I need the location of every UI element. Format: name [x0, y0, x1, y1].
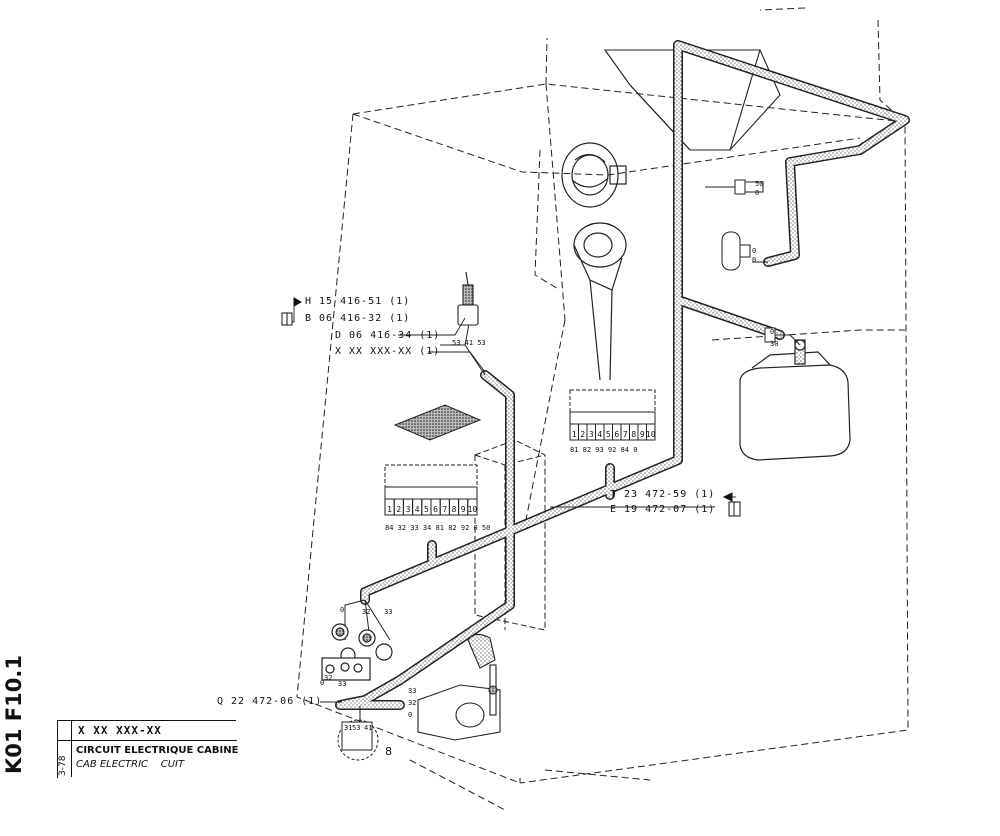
title-english: CAB ELECTRIC CUIT [76, 759, 185, 770]
connector-left-pin-number: 9 [461, 505, 466, 514]
title-french: CIRCUIT ELECTRIQUE CABINE [76, 745, 239, 756]
rear-connectors [721, 179, 776, 343]
motor-0: 0 [408, 711, 412, 719]
label-d: D 06 416-34 (1) [335, 330, 441, 341]
date-code: 3-78 [58, 755, 68, 776]
lamp-housing [561, 142, 627, 381]
connector-right-pin-number: 1 [572, 430, 577, 439]
connector-right-pin-number: 8 [631, 430, 636, 439]
arrow-icon [722, 492, 733, 502]
bottom-group-0: 0 [320, 679, 324, 687]
connector-left-pin-number: 7 [442, 505, 447, 514]
left-group-32: 32 [362, 608, 370, 616]
label-t: T 23 472-59 (1) [610, 489, 716, 500]
connector-right-pin-number: 3 [589, 430, 594, 439]
connector-right-pin-number: 4 [597, 430, 602, 439]
lamp-cluster-left [321, 623, 393, 681]
connector-right-pin-number: 5 [606, 430, 611, 439]
connector-right-pin-number: 2 [580, 430, 585, 439]
leader-lines [285, 302, 736, 703]
wiper-41: 41 [364, 724, 372, 732]
left-group-0: 0 [340, 606, 344, 614]
connector-right-pin-number: 9 [640, 430, 645, 439]
motor-32: 32 [408, 699, 416, 707]
label-e: E 19 472-07 (1) [610, 504, 716, 515]
reference-number: X XX XXX-XX [78, 724, 162, 737]
label-q: Q 22 472-06 (1) [217, 696, 323, 707]
connector-left-pin-number: 8 [452, 505, 457, 514]
wiper-53: 53 [352, 724, 360, 732]
arrow-icon [293, 297, 303, 307]
motor-33: 33 [408, 687, 416, 695]
connector-left-pin-number: 2 [396, 505, 401, 514]
label-x: X XX XXX-XX (1) [335, 346, 441, 357]
connector-right-pin-number: 10 [646, 430, 656, 439]
label-b: B 06 416-32 (1) [305, 313, 411, 324]
fuel-tank [739, 339, 851, 461]
bottom-group-32: 32 [324, 674, 332, 682]
connector-left-cell [467, 498, 478, 516]
connector-right-wires: 81 82 93 92 84 0 [570, 446, 637, 454]
connector-right-pin-number: 6 [614, 430, 619, 439]
tank-30: 30 [770, 340, 778, 348]
switch-callout [337, 706, 379, 761]
floor-plate [393, 404, 482, 441]
title-divider-vertical [71, 720, 72, 777]
connector-left-pin-number: 1 [387, 505, 392, 514]
toggle-switch [457, 271, 479, 326]
connector-left-pin-number: 6 [433, 505, 438, 514]
horn-0a: 0 [752, 247, 756, 255]
horn-0b: 0 [752, 256, 756, 264]
connector-left-wires: 84 32 33 34 81 82 92 0 50 [385, 524, 490, 532]
wire-numbers: 53 41 53 0 32 33 0 32 33 33 32 0 31 53 4… [320, 180, 778, 732]
switch-terminal-numbers: 53 41 53 [452, 339, 486, 347]
label-h: H 15 416-51 (1) [305, 296, 411, 307]
connector-left-pin-number: 3 [406, 505, 411, 514]
main-harness [335, 40, 910, 710]
bottom-group-33: 33 [338, 680, 346, 688]
callout-number: 8 [385, 745, 392, 758]
wiper-31: 31 [344, 724, 352, 732]
left-group-33: 33 [384, 608, 392, 616]
connector-left-pin-number: 4 [415, 505, 420, 514]
tail-0: 0 [755, 189, 759, 197]
connector-left-pin-number: 10 [468, 505, 478, 514]
tail-50: 50 [755, 180, 763, 188]
connector-right-pin-number: 7 [623, 430, 628, 439]
title-divider [57, 740, 237, 741]
wiper-motor [417, 633, 501, 741]
connector-left-pin-number: 5 [424, 505, 429, 514]
connector-right-cell [646, 423, 656, 441]
title-block-frame [57, 720, 236, 778]
tank-0: 0 [770, 328, 774, 336]
symbol-icons [281, 297, 741, 517]
side-code: K01 F10.1 [2, 655, 26, 774]
